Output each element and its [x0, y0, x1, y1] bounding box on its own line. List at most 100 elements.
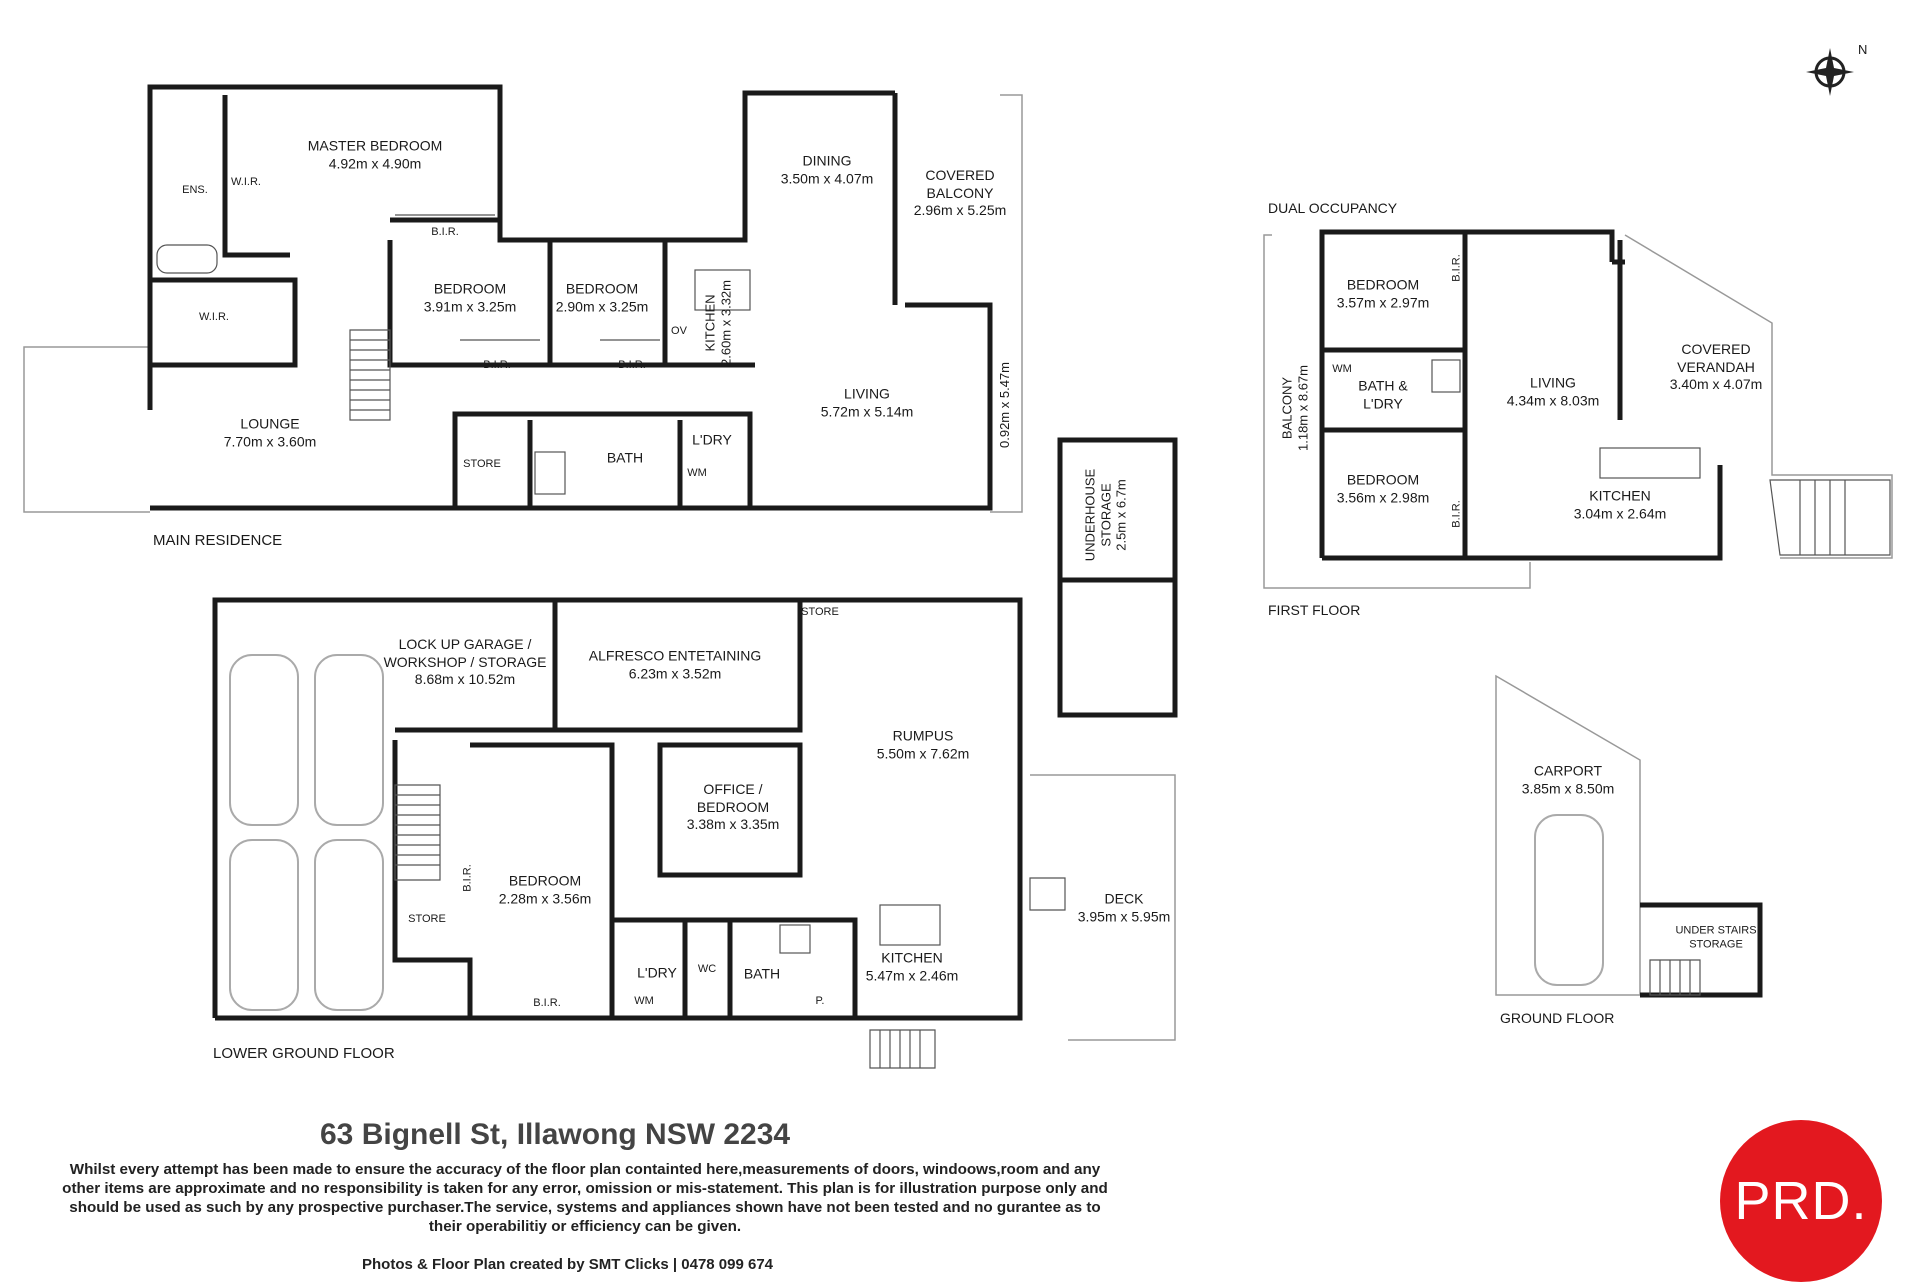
kitchen-stairs — [869, 1029, 936, 1069]
room-size: 3.04m x 2.64m — [1573, 505, 1667, 521]
disclaimer-text: Whilst every attempt has been made to en… — [62, 1161, 1108, 1235]
room-under-stairs-storage: UNDER STAIRS STORAGE — [1675, 924, 1756, 952]
store-label: STORE — [408, 913, 446, 926]
room-size: 8.68m x 10.52m — [414, 670, 516, 687]
room-master-bedroom: MASTER BEDROOM 4.92m x 4.90m — [308, 138, 443, 173]
dual-balcony-outline — [1263, 234, 1531, 589]
room-laundry: L'DRY — [692, 431, 732, 448]
room-name: BALCONY — [1279, 376, 1295, 440]
bir-label: B.I.R. — [1450, 500, 1463, 528]
washing-machine-label: WM — [634, 995, 654, 1008]
room-name: KITCHEN — [702, 294, 718, 352]
compass-icon: N — [1800, 42, 1867, 107]
room-size: 3.50m x 4.07m — [780, 170, 874, 186]
room-name: BEDROOM — [696, 798, 770, 815]
room-name: LOCK UP GARAGE / — [398, 635, 532, 652]
room-size: 2.5m x 6.7m — [1113, 479, 1129, 551]
lower-bedroom-walls — [470, 742, 615, 1018]
alfresco-wall — [555, 600, 803, 733]
washing-machine-label: WM — [1332, 363, 1352, 376]
room-name: COVERED — [1681, 340, 1751, 357]
room-name: OFFICE / — [703, 780, 763, 797]
wir-label: W.I.R. — [199, 311, 229, 324]
dual-occupancy-title: DUAL OCCUPANCY — [1268, 200, 1398, 216]
room-name: LOUNGE — [240, 415, 300, 432]
room-name: BALCONY — [926, 184, 994, 201]
room-size: 3.91m x 3.25m — [423, 298, 517, 314]
room-wc: WC — [697, 963, 717, 976]
room-size: 3.57m x 2.97m — [1336, 294, 1430, 310]
kitchen-stair-treads — [879, 1030, 921, 1068]
room-size: 2.60m x 3.32m — [718, 280, 733, 366]
office-walls — [657, 742, 803, 878]
carport-stair-treads — [1659, 960, 1691, 995]
room-size: 2.90m x 3.25m — [555, 298, 649, 314]
pantry-label: P. — [815, 995, 825, 1008]
room-kitchen-lower: KITCHEN 5.47m x 2.46m — [866, 950, 959, 985]
room-bath-lower: BATH — [743, 965, 781, 982]
main-south-wall — [150, 411, 753, 511]
main-left-deck-outline — [23, 346, 150, 513]
closet-rails — [395, 214, 660, 341]
carport-stairs — [1649, 959, 1701, 996]
stair-store-wall — [392, 740, 473, 1018]
credit-text: Photos & Floor Plan created by SMT Click… — [362, 1256, 774, 1273]
bir-label: B.I.R. — [431, 226, 459, 239]
underhouse-outline — [1057, 437, 1178, 718]
room-name: MASTER BEDROOM — [307, 137, 443, 154]
lower-ground-title: LOWER GROUND FLOOR — [213, 1045, 395, 1062]
ground-floor-title: GROUND FLOOR — [1500, 1010, 1615, 1026]
room-name: DINING — [802, 152, 852, 169]
room-name: BEDROOM — [1346, 276, 1420, 293]
room-name: STORAGE — [1098, 483, 1114, 547]
verandah-stair-treads — [1799, 480, 1846, 555]
covered-balcony-outline — [990, 94, 1023, 513]
lower-kitchen-island — [879, 904, 941, 946]
room-size: 5.47m x 2.46m — [865, 967, 959, 983]
room-size: 2.28m x 3.56m — [498, 890, 592, 906]
bir-label: B.I.R. — [618, 359, 646, 372]
room-name: BEDROOM — [565, 280, 639, 297]
room-covered-balcony: COVERED BALCONY 2.96m x 5.25m — [914, 167, 1007, 220]
wir-lower-wall — [150, 277, 298, 368]
prd-logo: PRD. — [1720, 1120, 1882, 1282]
property-address: 63 Bignell St, Illawong NSW 2234 — [320, 1118, 791, 1151]
ldry-wc-walls — [682, 920, 733, 1018]
room-size: 6.23m x 3.52m — [628, 665, 722, 681]
car-icon — [1534, 814, 1604, 986]
bedroom-a-walls — [387, 240, 553, 368]
store-label: STORE — [801, 606, 839, 619]
main-stair-treads — [350, 339, 390, 411]
car-icon — [229, 839, 299, 1011]
main-kitchen-island — [694, 269, 751, 311]
room-size: 5.50m x 7.62m — [876, 745, 970, 761]
room-bedroom-a: BEDROOM 3.91m x 3.25m — [424, 281, 517, 316]
bir-label: B.I.R. — [1450, 254, 1463, 282]
dual-kitchen-bench — [1599, 447, 1701, 479]
compass-north-label: N — [1858, 42, 1868, 57]
lower-stair-treads — [395, 794, 440, 866]
room-name: KITCHEN — [1589, 487, 1651, 504]
wet-area-wall — [612, 917, 858, 1018]
room-dual-bath-laundry: BATH & L'DRY — [1358, 378, 1408, 413]
main-stairs — [349, 329, 391, 421]
bir-label: B.I.R. — [483, 359, 511, 372]
verandah-outline — [1624, 234, 1893, 559]
room-garage: LOCK UP GARAGE / WORKSHOP / STORAGE 8.68… — [384, 636, 547, 689]
room-name: WORKSHOP / STORAGE — [383, 653, 547, 670]
wir-wall — [222, 95, 290, 258]
car-icon — [229, 654, 299, 826]
room-office: OFFICE / BEDROOM 3.38m x 3.35m — [687, 781, 780, 834]
room-laundry-lower: L'DRY — [637, 964, 677, 981]
deck-stairs — [1029, 877, 1066, 911]
car-icon — [314, 839, 384, 1011]
room-kitchen-main: KITCHEN 2.60m x 3.32m — [702, 280, 733, 366]
oven-label: OV — [671, 325, 687, 338]
room-underhouse-storage: UNDERHOUSE STORAGE 2.5m x 6.7m — [1083, 469, 1130, 561]
room-dual-bedroom-b: BEDROOM 3.56m x 2.98m — [1337, 472, 1430, 507]
room-bath: BATH — [606, 449, 644, 466]
ensuite-label: ENS. — [182, 184, 208, 197]
room-size: 7.70m x 3.60m — [223, 433, 317, 449]
first-floor-title: FIRST FLOOR — [1268, 602, 1361, 618]
